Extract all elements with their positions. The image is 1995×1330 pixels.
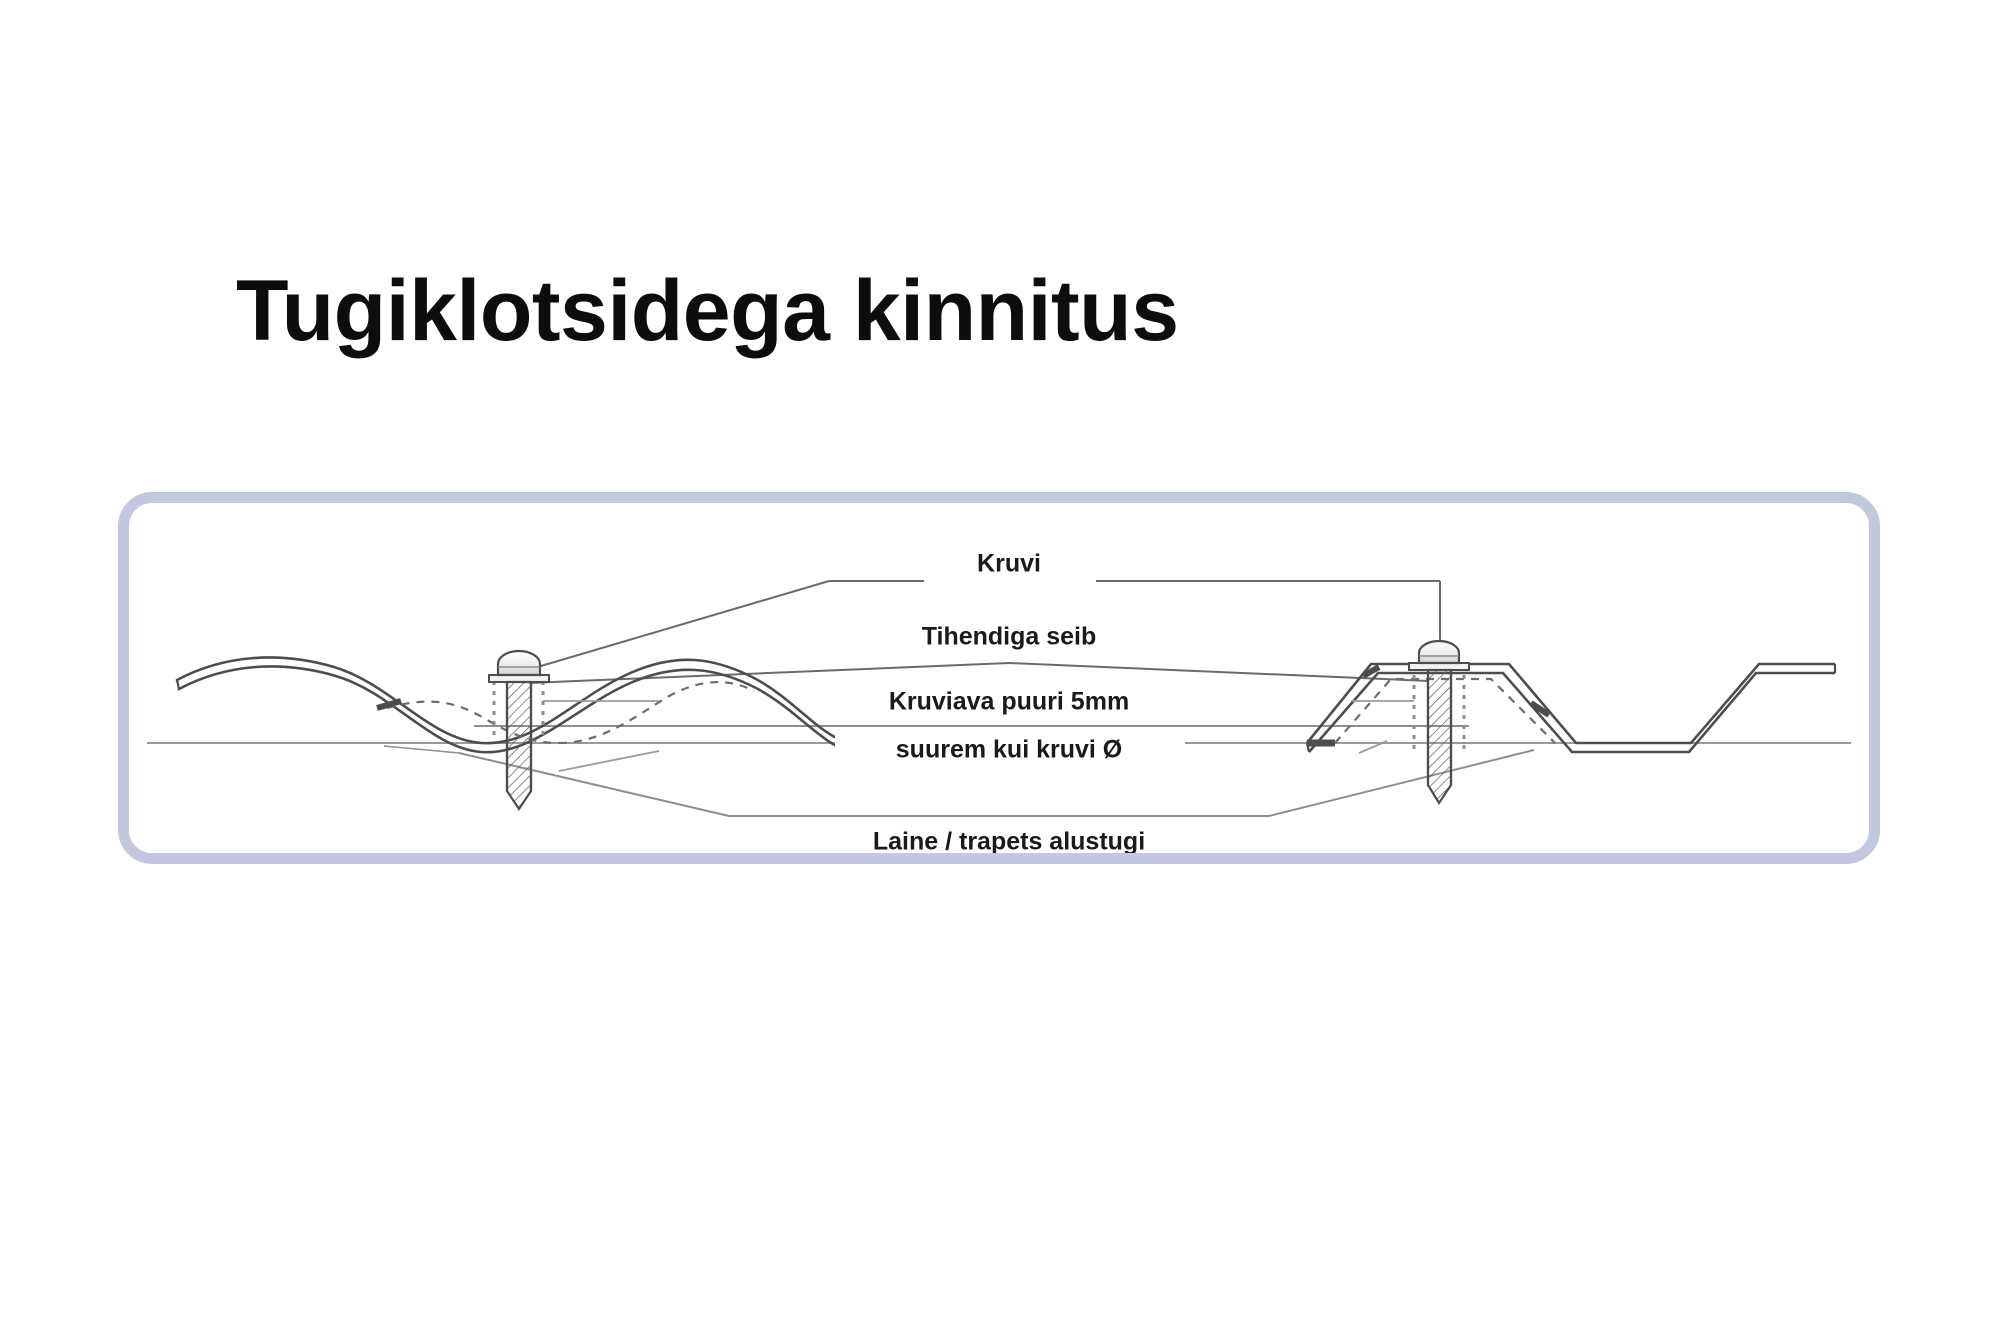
screw-shank-right [1426, 668, 1453, 806]
screw-head-right [1417, 639, 1461, 665]
fastening-detail-diagram: Kruvi Tihendiga seib Kruviava puuri 5mm … [147, 547, 1851, 853]
backplate-kruviava [829, 683, 1191, 723]
label-backplates [817, 547, 1203, 853]
label-tihendiga-seib: Tihendiga seib [922, 623, 1097, 651]
self-drilling-screw-right [1408, 639, 1470, 806]
backplate-kruvi [924, 547, 1096, 585]
label-kruviava-puuri: Kruviava puuri 5mm [889, 688, 1129, 716]
screw-shank-left [505, 680, 533, 811]
clearance-detail-right [1351, 700, 1414, 754]
figure-frame: Kruvi Tihendiga seib Kruviava puuri 5mm … [118, 492, 1880, 864]
trapezoid-flange-left [1307, 664, 1551, 747]
leader-lines-tihendiga-seib [528, 661, 1430, 684]
trapezoidal-sheet [1305, 662, 1837, 754]
support-block-left [376, 681, 755, 745]
backplate-suurem [835, 731, 1185, 771]
clearance-detail-left [543, 700, 660, 772]
leader-lines-alustugi [383, 745, 1535, 817]
self-drilling-screw-left [488, 649, 550, 811]
label-laine-trapets-alustugi: Laine / trapets alustugi [873, 828, 1145, 853]
page-title: Tugiklotsidega kinnitus [236, 263, 1179, 359]
hole-clearance-guides-right [1412, 675, 1466, 751]
backplate-tihendiga-seib [871, 619, 1149, 659]
label-suurem-kui-kruvi: suurem kui kruvi Ø [896, 736, 1122, 764]
screw-head-left [496, 649, 542, 677]
backplate-alustugi [817, 823, 1203, 853]
label-kruvi: Kruvi [977, 550, 1041, 578]
